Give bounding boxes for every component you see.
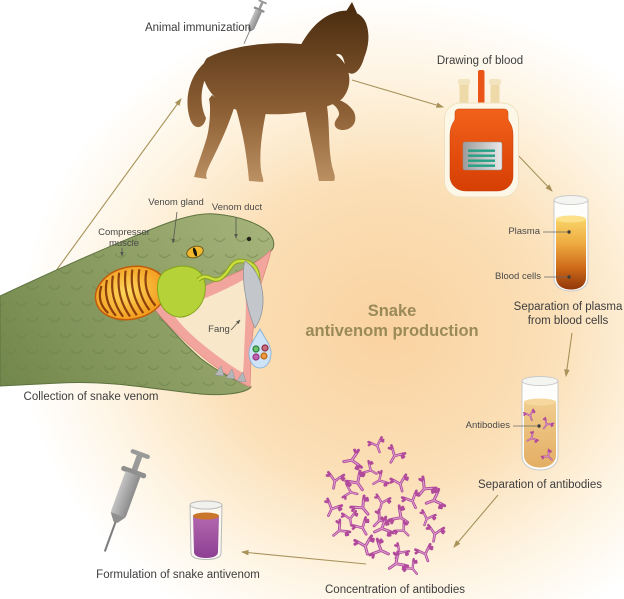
label-venom-gland: Venom gland — [148, 197, 204, 208]
step-separation-plasma: Separation of plasma from blood cells — [513, 301, 623, 327]
antibody-cluster — [319, 435, 447, 580]
title-line2: antivenom production — [305, 322, 479, 340]
step-collection-venom: Collection of snake venom — [23, 391, 159, 403]
plasma-tube-icon — [553, 195, 589, 292]
antibodies-tube-icon — [521, 376, 559, 471]
label-fang: Fang — [208, 324, 230, 335]
leader-dots — [537, 230, 571, 428]
arrow-cluster-to-vial — [240, 549, 367, 565]
step-formulation-antivenom: Formulation of snake antivenom — [96, 569, 260, 581]
step-drawing-of-blood: Drawing of blood — [436, 55, 524, 67]
venom-components — [252, 344, 269, 361]
formulation-syringe-icon — [92, 447, 154, 556]
page-title: Snake antivenom production — [305, 301, 478, 341]
snake-head-icon — [0, 213, 275, 396]
compressor-muscle-shape — [94, 265, 168, 321]
snake-nostril — [246, 236, 252, 242]
step-concentration-antibodies: Concentration of antibodies — [324, 584, 466, 596]
snake-eye — [186, 245, 204, 259]
step-separation-antibodies: Separation of antibodies — [477, 479, 603, 491]
arrow-snake-to-horse — [33, 98, 182, 302]
label-plasma: Plasma — [508, 226, 540, 237]
label-antibodies: Antibodies — [465, 420, 510, 431]
blood-bag-icon — [444, 70, 519, 198]
flow-arrows — [33, 79, 573, 565]
horse-icon — [187, 2, 369, 182]
label-venom-duct: Venom duct — [211, 202, 263, 213]
step-animal-immunization: Animal immunization — [144, 22, 252, 34]
venom-droplet-icon — [248, 327, 272, 369]
lower-jaw-teeth — [214, 365, 247, 383]
title-line1: Snake — [367, 302, 417, 320]
label-blood-cells: Blood cells — [495, 271, 541, 282]
label-compressor-muscle: Compressor muscle — [98, 227, 150, 249]
arrow-separation-to-cluster — [453, 494, 499, 548]
arrow-bloodbag-to-plasmatube — [513, 150, 553, 192]
leader-lines — [120, 211, 241, 331]
fang-shape — [243, 260, 264, 329]
arrow-horse-to-bloodbag — [351, 79, 445, 108]
tube-leader-lines — [513, 231, 567, 427]
arrow-plasma-to-antibodytube — [564, 332, 573, 378]
venom-gland-shape — [156, 265, 206, 318]
antivenom-vial-icon — [189, 500, 223, 561]
